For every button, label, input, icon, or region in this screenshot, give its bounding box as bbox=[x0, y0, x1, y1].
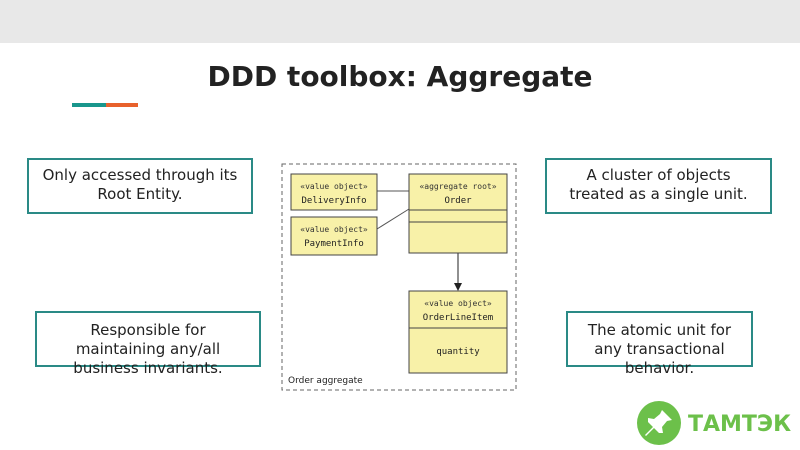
delivery-info-box: «value object» DeliveryInfo bbox=[290, 173, 378, 211]
delivery-name: DeliveryInfo bbox=[301, 196, 366, 206]
callout-line: Only accessed through its bbox=[42, 166, 238, 184]
callout-line: Root Entity. bbox=[97, 185, 183, 203]
order-stereotype: «aggregate root» bbox=[419, 182, 496, 191]
callout-invariants: Responsible for maintaining any/all busi… bbox=[35, 311, 261, 377]
line-item-field: quantity bbox=[436, 347, 480, 357]
logo-text: ТАМТЭК bbox=[688, 412, 791, 437]
payment-order-line bbox=[376, 208, 410, 230]
title-accent-orange bbox=[106, 103, 138, 107]
callout-root-access: Only accessed through its Root Entity. bbox=[27, 158, 253, 214]
payment-stereotype: «value object» bbox=[300, 225, 368, 234]
payment-name: PaymentInfo bbox=[304, 239, 364, 249]
callout-line: business invariants. bbox=[73, 359, 223, 377]
callout-line: maintaining any/all bbox=[75, 340, 221, 358]
callout-line: The atomic unit for bbox=[587, 321, 732, 339]
order-box: «aggregate root» Order bbox=[408, 173, 508, 254]
order-line-item-box: «value object» OrderLineItem quantity bbox=[408, 290, 508, 374]
tamtek-logo: ТАМТЭК bbox=[637, 401, 791, 445]
aggregate-boundary-label: Order aggregate bbox=[288, 376, 363, 386]
order-name: Order bbox=[444, 196, 472, 206]
callout-line: behavior. bbox=[624, 359, 695, 377]
callout-transactional: The atomic unit for any transactional be… bbox=[566, 311, 753, 377]
callout-line: A cluster of objects bbox=[586, 166, 731, 184]
title-accent-teal bbox=[72, 103, 106, 107]
callout-cluster: A cluster of objects treated as a single… bbox=[545, 158, 772, 214]
pin-icon bbox=[637, 401, 681, 445]
payment-info-box: «value object» PaymentInfo bbox=[290, 216, 378, 256]
callout-line: treated as a single unit. bbox=[569, 185, 748, 203]
slide-title: DDD toolbox: Aggregate bbox=[207, 60, 593, 93]
callout-line: Responsible for bbox=[90, 321, 206, 339]
delivery-stereotype: «value object» bbox=[300, 182, 368, 191]
callout-line: any transactional bbox=[594, 340, 725, 358]
line-item-name: OrderLineItem bbox=[423, 313, 493, 323]
aggregate-diagram: «value object» DeliveryInfo «value objec… bbox=[281, 163, 517, 391]
line-item-stereotype: «value object» bbox=[424, 299, 492, 308]
top-bar bbox=[0, 0, 800, 43]
